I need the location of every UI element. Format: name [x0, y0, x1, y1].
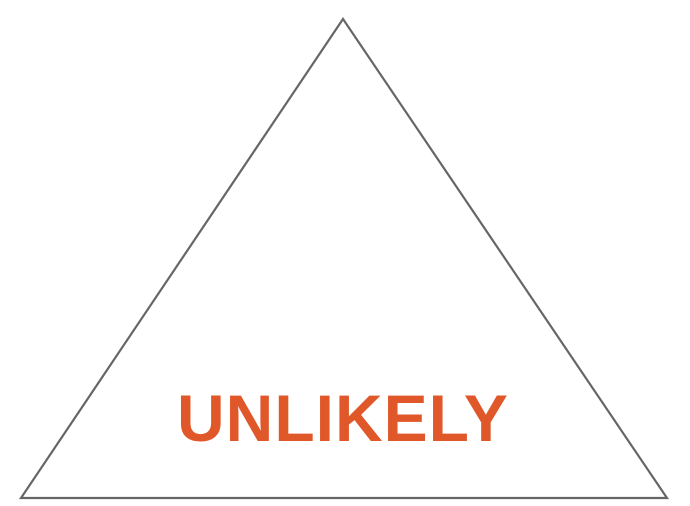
triangle-shape: [18, 17, 670, 500]
triangle-label: UNLIKELY: [177, 381, 509, 455]
